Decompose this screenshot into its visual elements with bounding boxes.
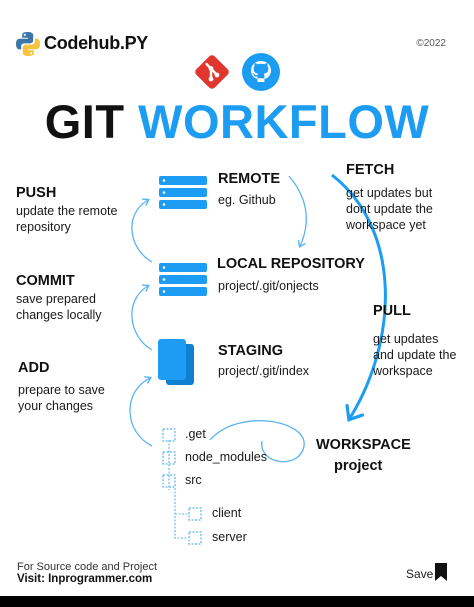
remote-desc: eg. Github: [218, 193, 276, 207]
folder-outline-icon: [188, 507, 202, 521]
pull-title: PULL: [373, 303, 411, 319]
push-arrow: [131, 200, 153, 263]
push-desc-line: update the remote: [16, 204, 118, 218]
pull-desc-line: get updates: [373, 332, 439, 346]
git-logo-icon: [195, 55, 229, 89]
commit-title: COMMIT: [16, 273, 75, 289]
copyright-year: ©2022: [416, 38, 446, 49]
push-title: PUSH: [16, 185, 57, 201]
local-repository-title: LOCAL REPOSITORY: [217, 256, 365, 272]
tree-item-src: src: [185, 473, 202, 487]
fetch-desc-line: get updates but: [346, 186, 433, 200]
fetch-desc: get updates but dont update the workspac…: [346, 185, 466, 233]
tree-item-get: .get: [185, 427, 206, 441]
local-server-icon: [159, 263, 207, 296]
bookmark-icon[interactable]: [434, 562, 448, 582]
github-octocat-icon: [242, 53, 280, 91]
page-title: GIT WORKFLOW: [0, 98, 474, 145]
add-desc-line: your changes: [18, 399, 94, 413]
remote-title: REMOTE: [218, 171, 281, 187]
fetch-desc-line: dont update the: [346, 202, 433, 216]
add-desc: prepare to save your changes: [18, 382, 140, 414]
push-desc-line: repository: [16, 220, 71, 234]
pull-desc-line: workspace: [373, 364, 433, 378]
staging-title: STAGING: [218, 343, 283, 359]
tree-item-client: client: [212, 506, 242, 520]
commit-desc-line: changes locally: [16, 308, 102, 322]
fetch-desc-line: workspace yet: [346, 218, 426, 232]
add-arrow: [129, 378, 153, 447]
documents-stack-icon: [158, 339, 194, 385]
tree-item-server: server: [212, 530, 247, 544]
commit-desc: save prepared changes locally: [16, 291, 138, 323]
commit-desc-line: save prepared: [16, 292, 96, 306]
file-tree-lines: [168, 440, 188, 539]
fetch-arrow: [288, 175, 307, 246]
staging-desc: project/.git/index: [218, 364, 310, 378]
footer-visit-link[interactable]: Visit: Inprogrammer.com: [17, 573, 153, 585]
workspace-subtitle: project: [334, 458, 383, 474]
workspace-loop: [209, 420, 305, 463]
bottom-bar: [0, 596, 474, 607]
fetch-title: FETCH: [346, 162, 395, 178]
folder-outline-icon: [162, 428, 176, 442]
save-label[interactable]: Save: [406, 567, 434, 581]
pull-desc-line: and update the: [373, 348, 457, 362]
push-desc: update the remote repository: [16, 203, 138, 235]
remote-server-icon: [159, 176, 207, 209]
pull-desc: get updates and update the workspace: [373, 331, 471, 379]
folder-outline-icon: [162, 451, 176, 465]
tree-item-node-modules: node_modules: [185, 450, 268, 464]
commit-arrow: [131, 286, 153, 351]
folder-outline-icon: [162, 474, 176, 488]
title-git: GIT: [44, 95, 125, 148]
workspace-title: WORKSPACE: [316, 437, 411, 453]
add-desc-line: prepare to save: [18, 383, 105, 397]
footer-note: For Source code and Project: [17, 561, 158, 573]
brand-name: Codehub.PY: [44, 33, 148, 53]
python-logo-icon: [16, 32, 40, 56]
folder-outline-icon: [188, 531, 202, 545]
local-repository-desc: project/.git/onjects: [218, 279, 319, 293]
pull-arrow: [331, 173, 387, 422]
add-title: ADD: [18, 360, 50, 376]
title-workflow: WORKFLOW: [138, 95, 430, 148]
